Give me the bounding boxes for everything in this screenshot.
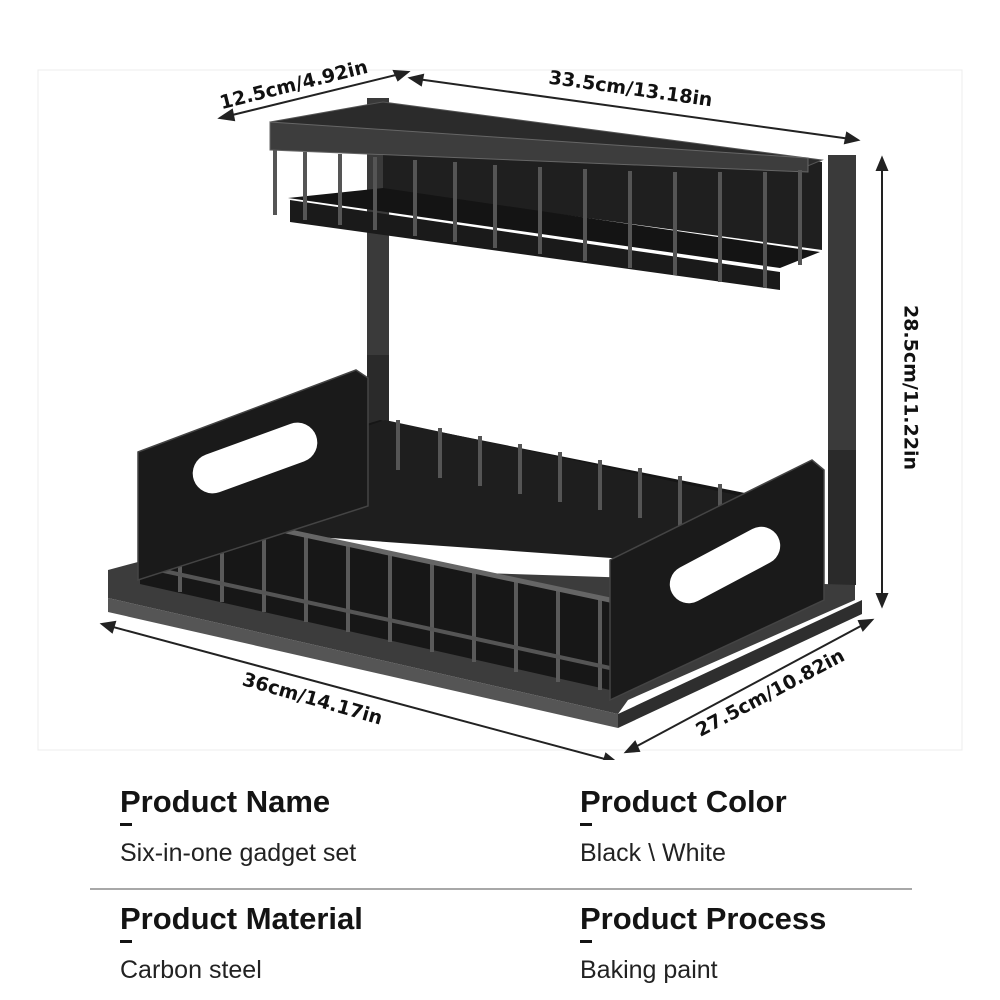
spec-title: Product Process — [580, 901, 827, 936]
section-divider — [90, 888, 912, 890]
title-accent — [120, 940, 132, 943]
bottom-basket — [137, 369, 825, 702]
spec-title: Product Material — [120, 901, 363, 936]
spec-title: Product Name — [120, 784, 331, 819]
product-illustration — [37, 69, 963, 760]
spec-title: Product Color — [580, 784, 787, 819]
title-accent — [580, 940, 592, 943]
dimension-lines — [99, 69, 889, 760]
spec-value: Carbon steel — [120, 956, 262, 984]
title-accent — [120, 823, 132, 826]
spec-value: Six-in-one gadget set — [120, 839, 357, 867]
spec-value: Black \ White — [580, 839, 726, 867]
height-label: 28.5cm/11.22in — [899, 304, 922, 471]
title-accent — [580, 823, 592, 826]
spec-value: Baking paint — [580, 956, 718, 984]
top-basket — [269, 101, 824, 290]
